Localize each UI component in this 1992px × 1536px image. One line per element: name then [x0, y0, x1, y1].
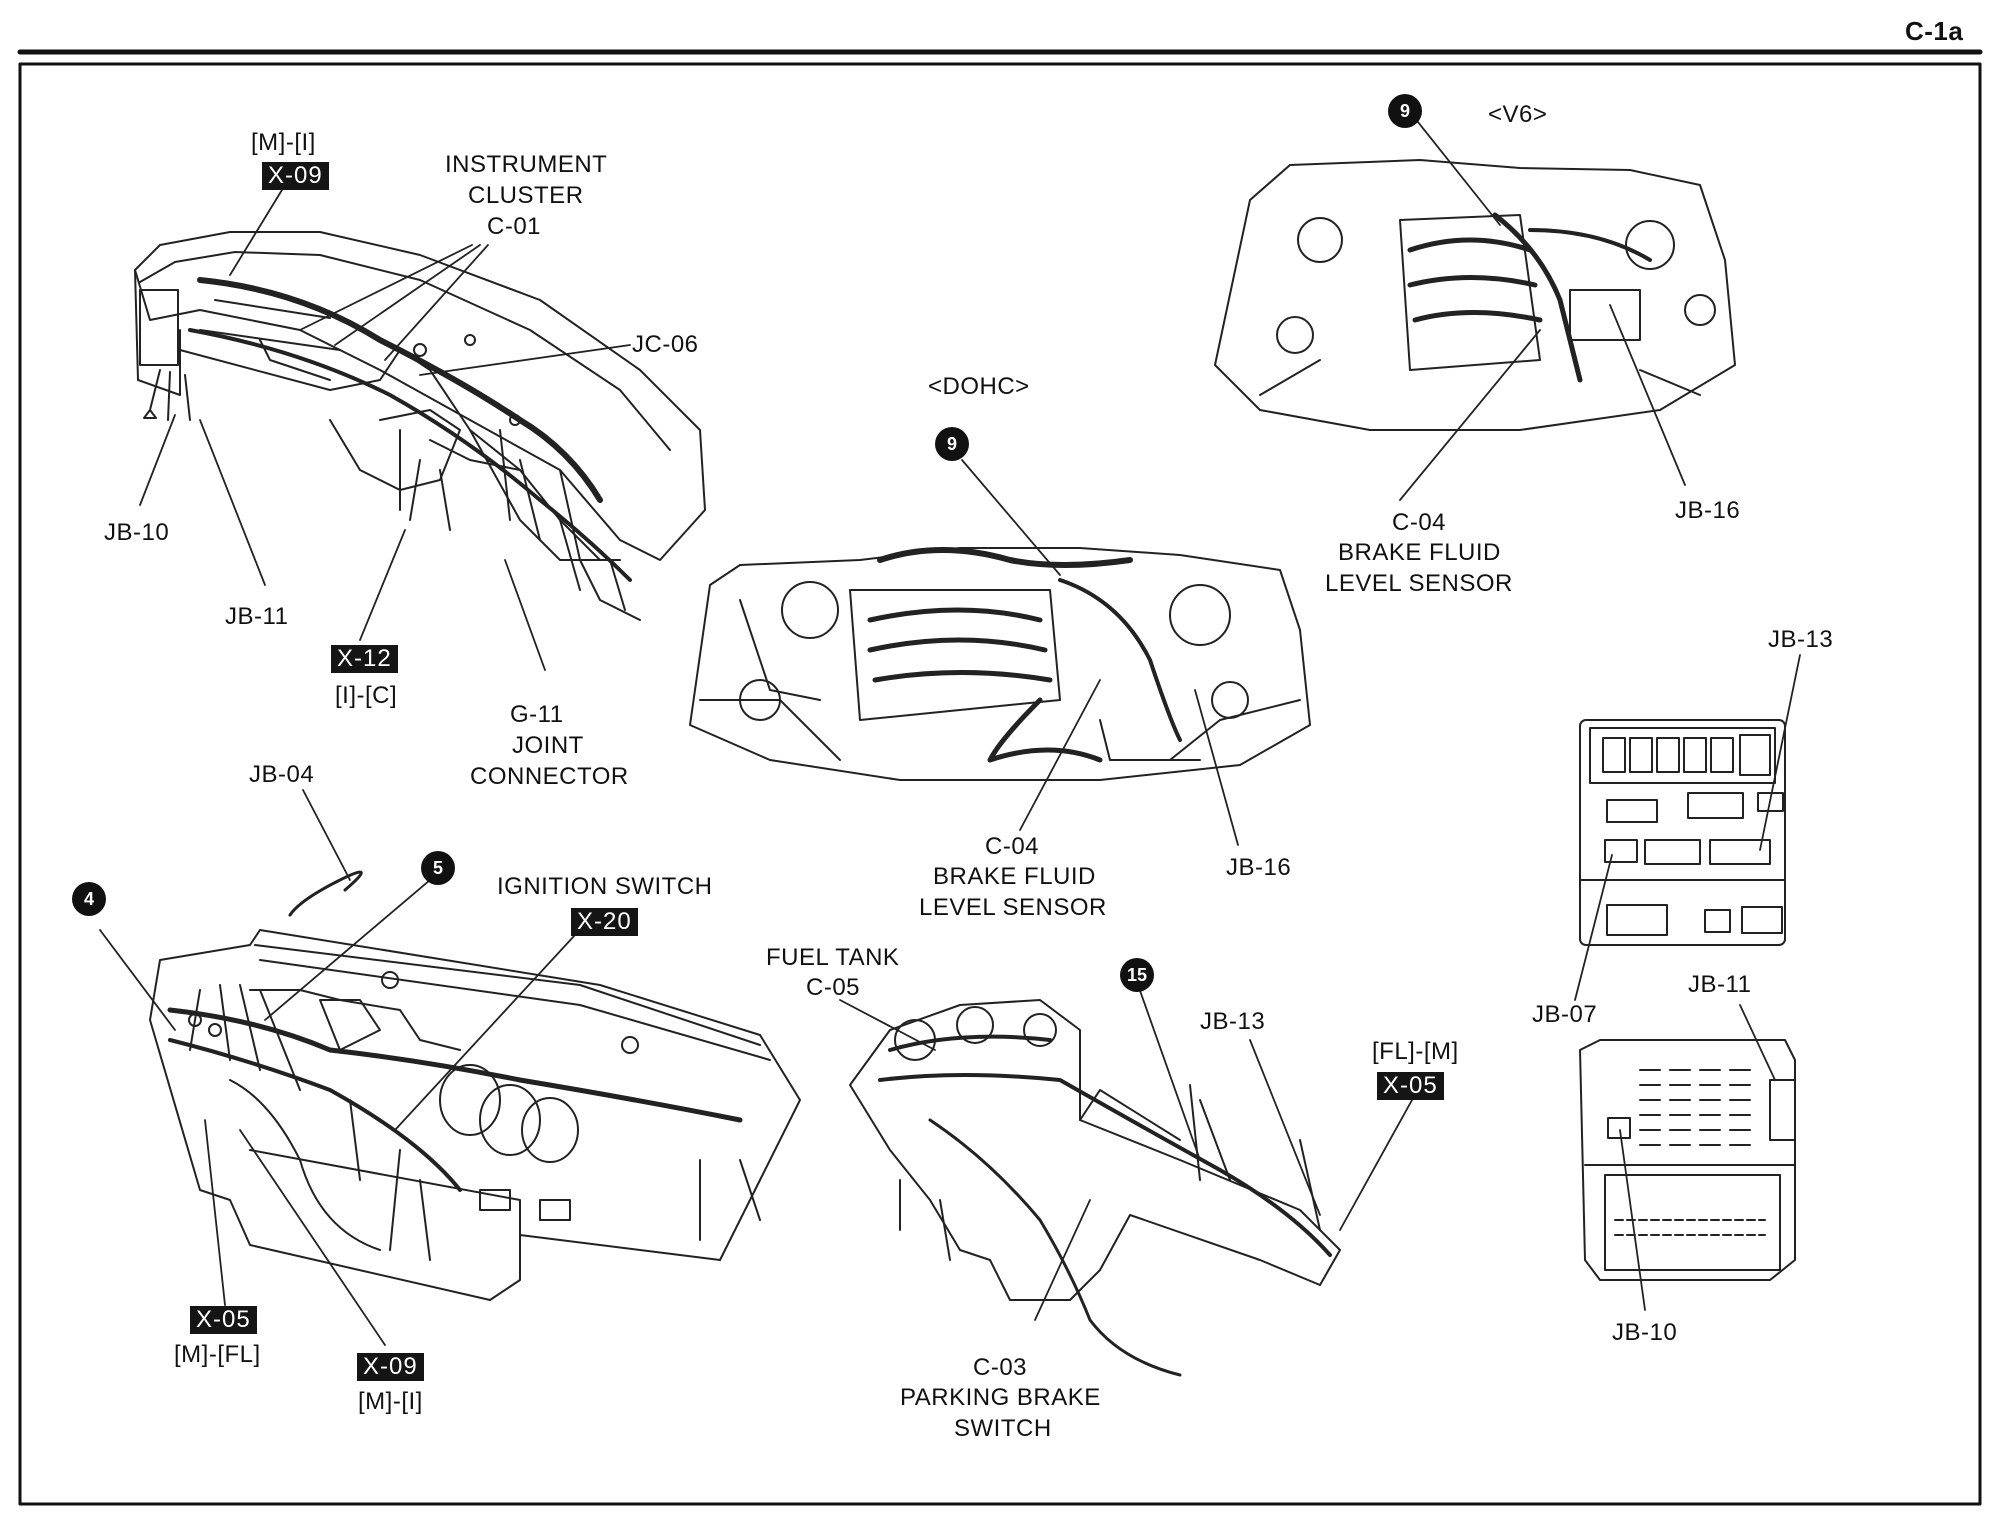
v6-c04-line1: C-04 [1392, 509, 1447, 536]
dohc-jb16: JB-16 [1226, 854, 1292, 881]
instrument-cluster-line2: CLUSTER [468, 182, 584, 209]
fuel-tank-line1: FUEL TANK [766, 944, 900, 971]
page-number: C-1a [1905, 16, 1964, 46]
instrument-cluster-line3: C-01 [487, 213, 542, 240]
leaders-dohc [961, 459, 1239, 846]
instrument-panel-top-drawing [134, 231, 706, 621]
jb11-label: JB-11 [1688, 971, 1752, 998]
c03-line3: SWITCH [954, 1415, 1052, 1442]
connector-x12: X-12 [331, 645, 398, 673]
v6-jb16: JB-16 [1675, 497, 1741, 524]
floor-jb13: JB-13 [1200, 1008, 1266, 1035]
connector-jb10-top: JB-10 [104, 519, 170, 546]
callout-5: 5 [421, 851, 455, 885]
connector-x05-bottom: X-05 [190, 1306, 257, 1334]
c03-line1: C-03 [973, 1354, 1028, 1381]
callout-15: 15 [1120, 958, 1154, 992]
g11-line2: JOINT [512, 732, 584, 759]
g11-line1: G-11 [510, 701, 564, 728]
leaders-top-left [139, 184, 631, 671]
jb13-label: JB-13 [1768, 626, 1834, 653]
connector-route-m-fl: [M]-[FL] [174, 1341, 261, 1368]
dohc-c04-line1: C-04 [985, 833, 1040, 860]
connector-route-m-i-bottom: [M]-[I] [358, 1388, 423, 1415]
dohc-view-label: <DOHC> [928, 373, 1030, 400]
connector-jb11-top: JB-11 [225, 603, 289, 630]
instrument-cluster-line1: INSTRUMENT [445, 151, 608, 178]
v6-engine-drawing [1214, 159, 1736, 431]
connector-jb04: JB-04 [249, 761, 315, 788]
callout-9-dohc: 9 [935, 427, 969, 461]
connector-route-fl-m: [FL]-[M] [1372, 1038, 1459, 1065]
v6-view-label: <V6> [1488, 101, 1548, 128]
leaders-bottom-left [99, 789, 576, 1346]
instrument-panel-bottom-drawing [149, 870, 801, 1301]
v6-c04-line3: LEVEL SENSOR [1325, 570, 1513, 597]
page-frame [18, 62, 1982, 1506]
v6-c04-line2: BRAKE FLUID [1338, 539, 1501, 566]
floor-harness-drawing [849, 999, 1341, 1377]
connector-jc06: JC-06 [632, 331, 699, 358]
leaders-floor [839, 984, 1413, 1321]
g11-line3: CONNECTOR [470, 763, 629, 790]
jb10-label: JB-10 [1612, 1319, 1678, 1346]
connector-x09-bottom: X-09 [357, 1353, 424, 1381]
connector-x05-floor: X-05 [1377, 1072, 1444, 1100]
jb13-block-drawing [1579, 719, 1786, 946]
callout-9-v6: 9 [1388, 94, 1422, 128]
callout-4: 4 [72, 882, 106, 916]
connector-route-m-i-top: [M]-[I] [251, 129, 316, 156]
dohc-engine-drawing [689, 547, 1311, 781]
connector-x09-top: X-09 [262, 162, 329, 190]
leaders-v6 [1399, 111, 1686, 501]
ignition-switch-label: IGNITION SWITCH [497, 873, 713, 900]
jb11-block-drawing [1579, 1039, 1796, 1281]
c03-line2: PARKING BRAKE [900, 1384, 1101, 1411]
connector-x20: X-20 [571, 908, 638, 936]
dohc-c04-line3: LEVEL SENSOR [919, 894, 1107, 921]
connector-route-i-c: [I]-[C] [335, 682, 398, 709]
jb07-label: JB-07 [1532, 1001, 1598, 1028]
dohc-c04-line2: BRAKE FLUID [933, 863, 1096, 890]
fuel-tank-line2: C-05 [806, 974, 861, 1001]
